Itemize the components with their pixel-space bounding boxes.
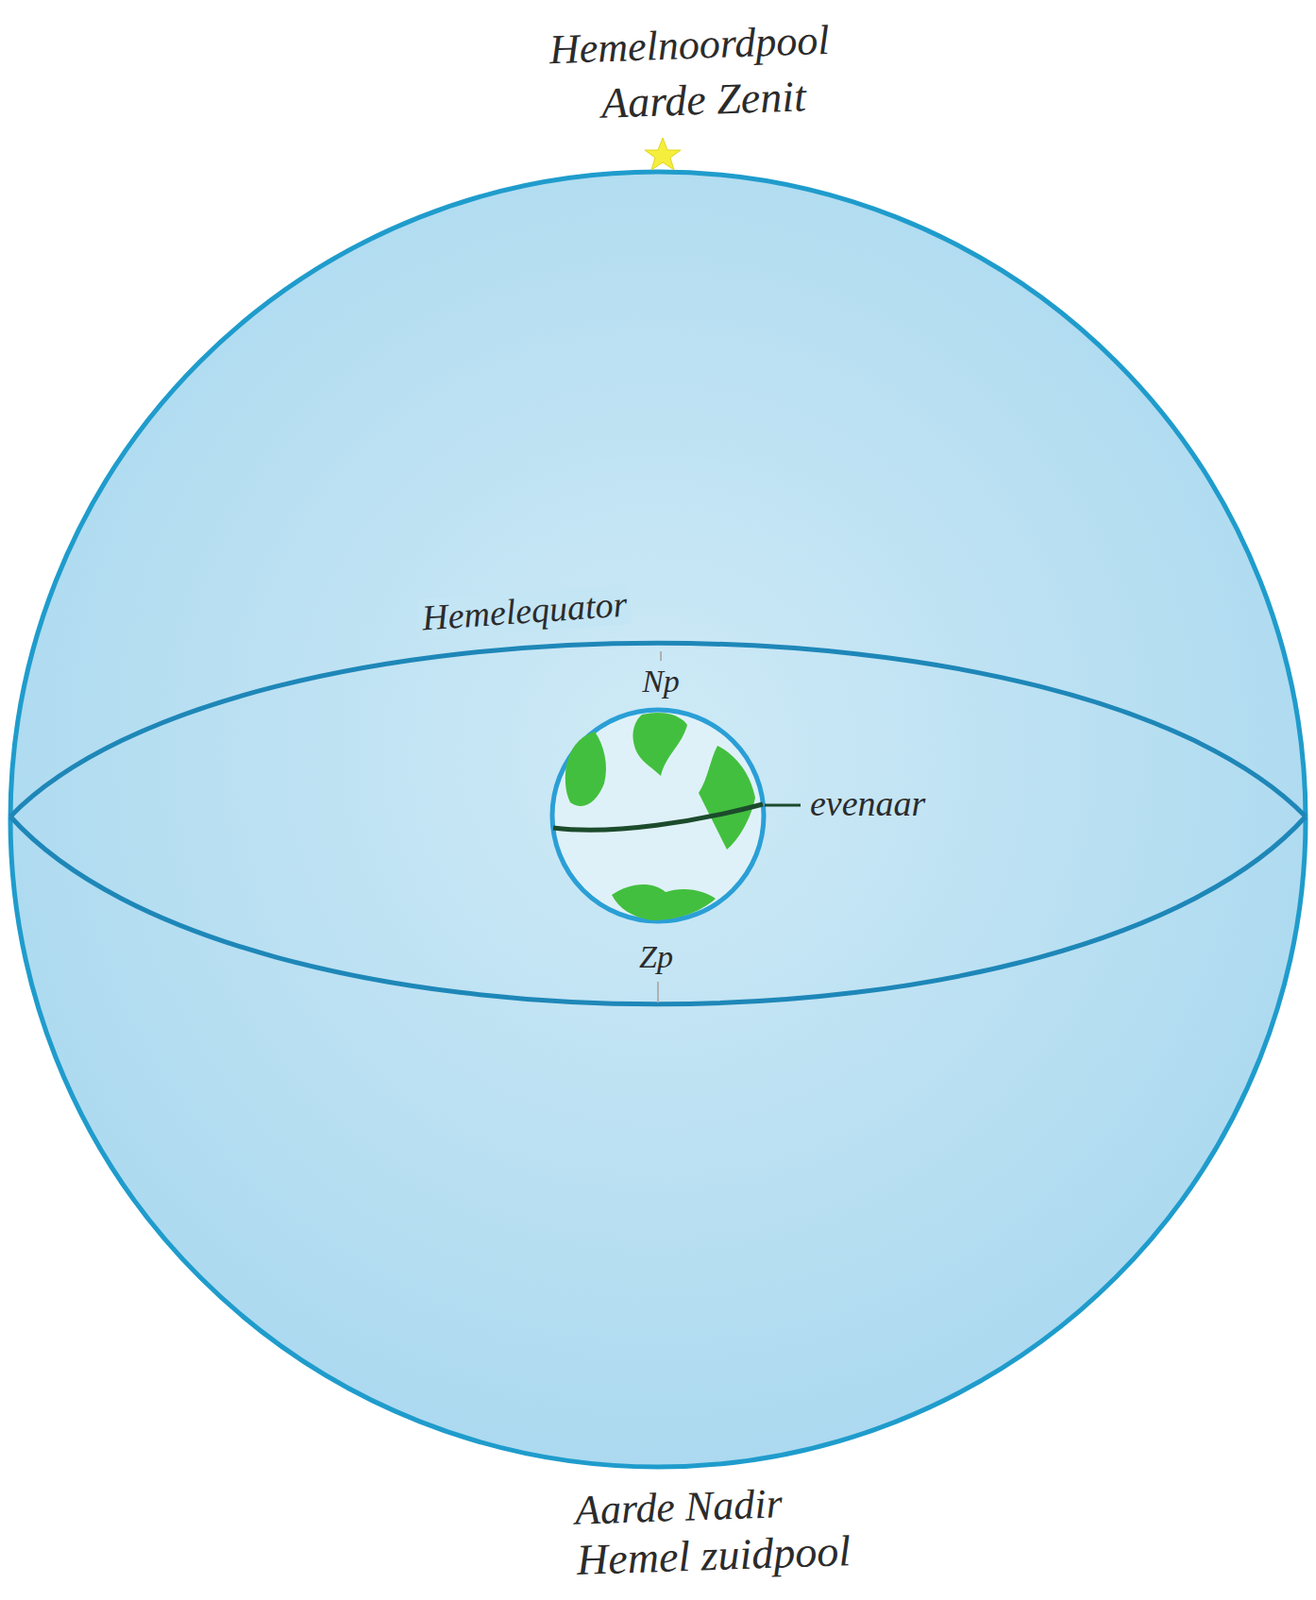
pole-label: Hemelnoordpool (548, 17, 830, 74)
pole-abbr: Np (641, 663, 680, 699)
continent (611, 884, 716, 921)
pole-abbr: Zp (639, 939, 674, 975)
continent (565, 731, 607, 807)
axis-tick (659, 651, 662, 661)
leader-line (764, 804, 801, 808)
axis-tick (657, 981, 659, 1003)
equator-label: evenaar (809, 784, 926, 825)
pole-label: Aarde Nadir (573, 1481, 783, 1535)
pole-label: Aarde Zenit (600, 72, 807, 128)
earth (552, 709, 764, 922)
pole-label: Hemel zuidpool (575, 1527, 852, 1586)
continent (698, 745, 756, 850)
celestial-sphere (10, 171, 1306, 1468)
continent (632, 712, 688, 777)
pole-star (644, 137, 681, 170)
earth-equator (553, 804, 763, 830)
